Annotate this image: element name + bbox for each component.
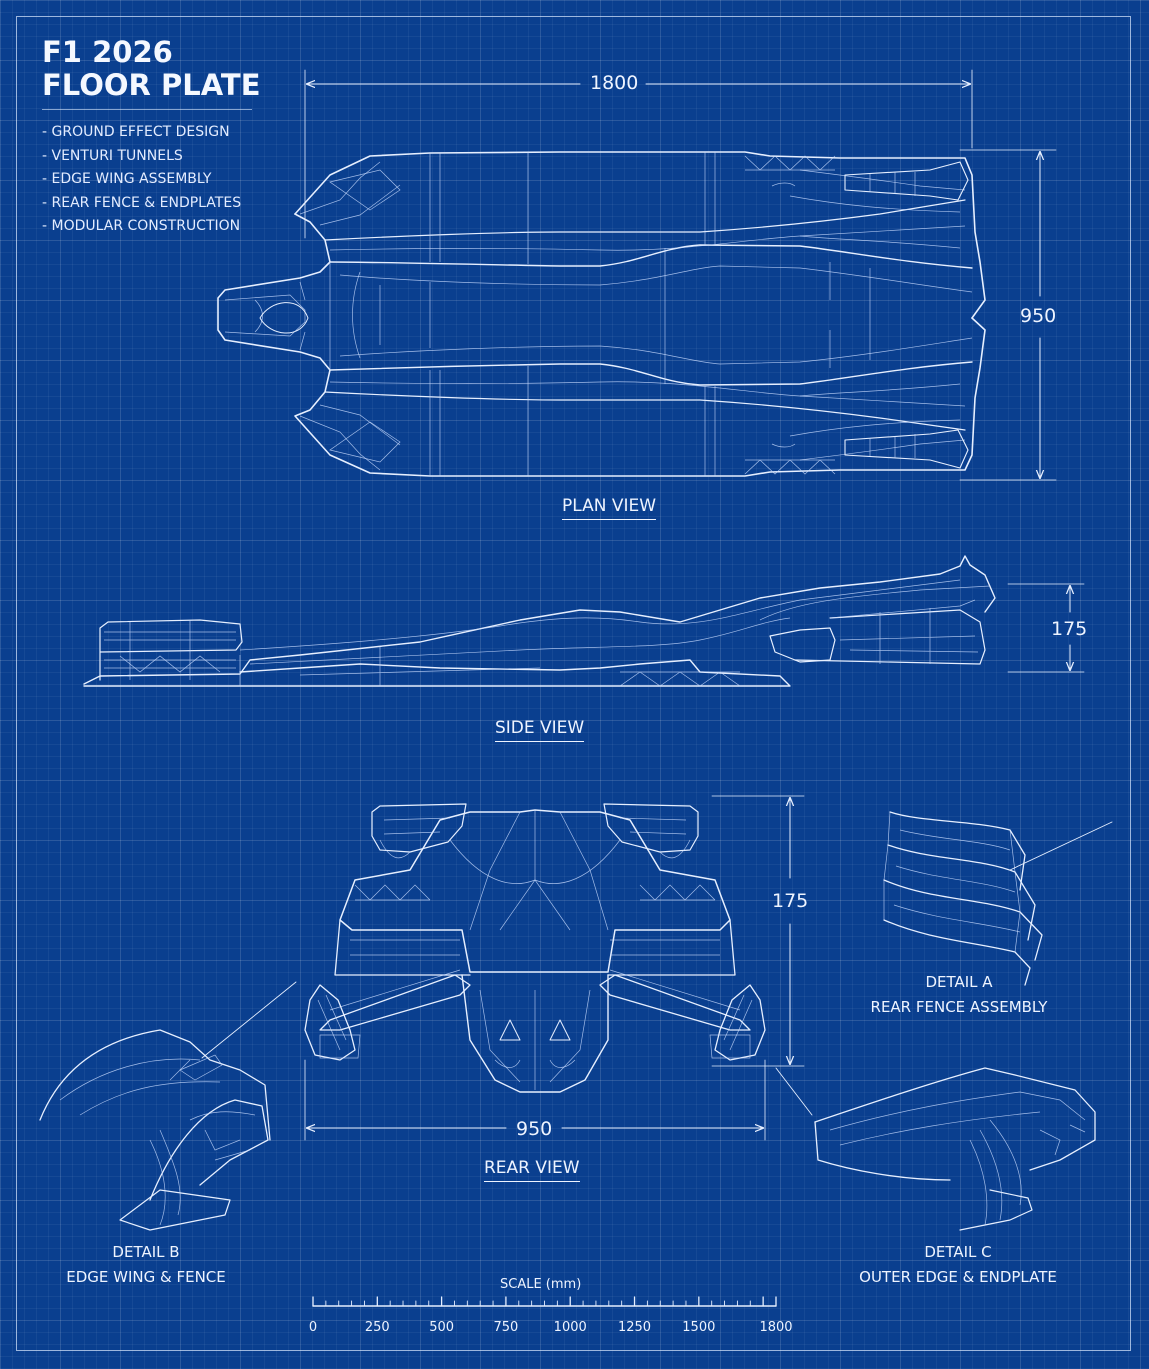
- rear-width-value: 950: [516, 1118, 553, 1140]
- scale-tick-label: 500: [429, 1320, 455, 1335]
- rear-view-drawing: [304, 803, 766, 1093]
- plan-width-value: 1800: [590, 72, 639, 94]
- detail-a-caption: REAR FENCE ASSEMBLY: [870, 998, 1048, 1016]
- side-view-text: SIDE VIEW: [495, 718, 585, 742]
- detail-a-label: DETAIL A REAR FENCE ASSEMBLY: [866, 970, 1052, 1020]
- detail-b-caption: EDGE WING & FENCE: [66, 1268, 226, 1286]
- scale-tick-label: 1500: [682, 1320, 716, 1335]
- detail-a-title: DETAIL A: [925, 973, 993, 991]
- rear-view-text: REAR VIEW: [484, 1158, 580, 1182]
- detail-c-caption: OUTER EDGE & ENDPLATE: [859, 1268, 1057, 1286]
- side-height-value: 175: [1051, 618, 1088, 640]
- plan-view-label: PLAN VIEW: [562, 496, 657, 520]
- detail-a-drawing: [883, 811, 1113, 986]
- feature-item: - EDGE WING ASSEMBLY: [42, 171, 212, 187]
- rear-view-label: REAR VIEW: [484, 1158, 580, 1182]
- detail-c-drawing: [775, 1067, 1096, 1231]
- detail-b-drawing: [39, 981, 297, 1231]
- scale-tick-label: 0: [308, 1320, 318, 1335]
- title-divider: [42, 109, 252, 110]
- title-line-1: F1 2026: [42, 35, 173, 69]
- scale-bar: [312, 1296, 777, 1307]
- title-block: F1 2026 FLOOR PLATE: [42, 36, 261, 102]
- side-height-dimension: [1007, 583, 1085, 673]
- scale-tick-label: 1000: [553, 1320, 587, 1335]
- plan-view-drawing: [217, 151, 986, 477]
- detail-b-label: DETAIL B EDGE WING & FENCE: [60, 1240, 232, 1290]
- plan-width-dimension: [304, 69, 973, 239]
- scale-tick-label: 1250: [617, 1320, 652, 1335]
- detail-c-label: DETAIL C OUTER EDGE & ENDPLATE: [852, 1240, 1064, 1290]
- title-line-2: FLOOR PLATE: [42, 68, 261, 102]
- feature-item: - MODULAR CONSTRUCTION: [42, 218, 241, 234]
- plan-height-value: 950: [1020, 305, 1057, 327]
- scale-title: SCALE (mm): [500, 1277, 582, 1292]
- side-view-label: SIDE VIEW: [495, 718, 585, 742]
- feature-item: - GROUND EFFECT DESIGN: [42, 124, 230, 140]
- plan-height-dimension: [959, 149, 1057, 481]
- rear-width-dimension: [304, 1059, 766, 1141]
- detail-c-title: DETAIL C: [924, 1243, 992, 1261]
- scale-tick-label: 1800: [759, 1320, 793, 1335]
- feature-item: - REAR FENCE & ENDPLATES: [42, 194, 242, 211]
- rear-height-dimension: [711, 795, 805, 1067]
- detail-b-title: DETAIL B: [112, 1243, 180, 1261]
- scale-tick-label: 750: [493, 1320, 519, 1335]
- scale-tick-label: 250: [364, 1320, 390, 1335]
- feature-item: - VENTURI TUNNELS: [42, 147, 183, 164]
- side-view-drawing: [83, 555, 996, 687]
- plan-view-text: PLAN VIEW: [562, 496, 657, 520]
- rear-height-value: 175: [772, 890, 809, 912]
- feature-list: - GROUND EFFECT DESIGN - VENTURI TUNNELS…: [42, 121, 241, 239]
- blueprint-border: [16, 16, 1131, 1351]
